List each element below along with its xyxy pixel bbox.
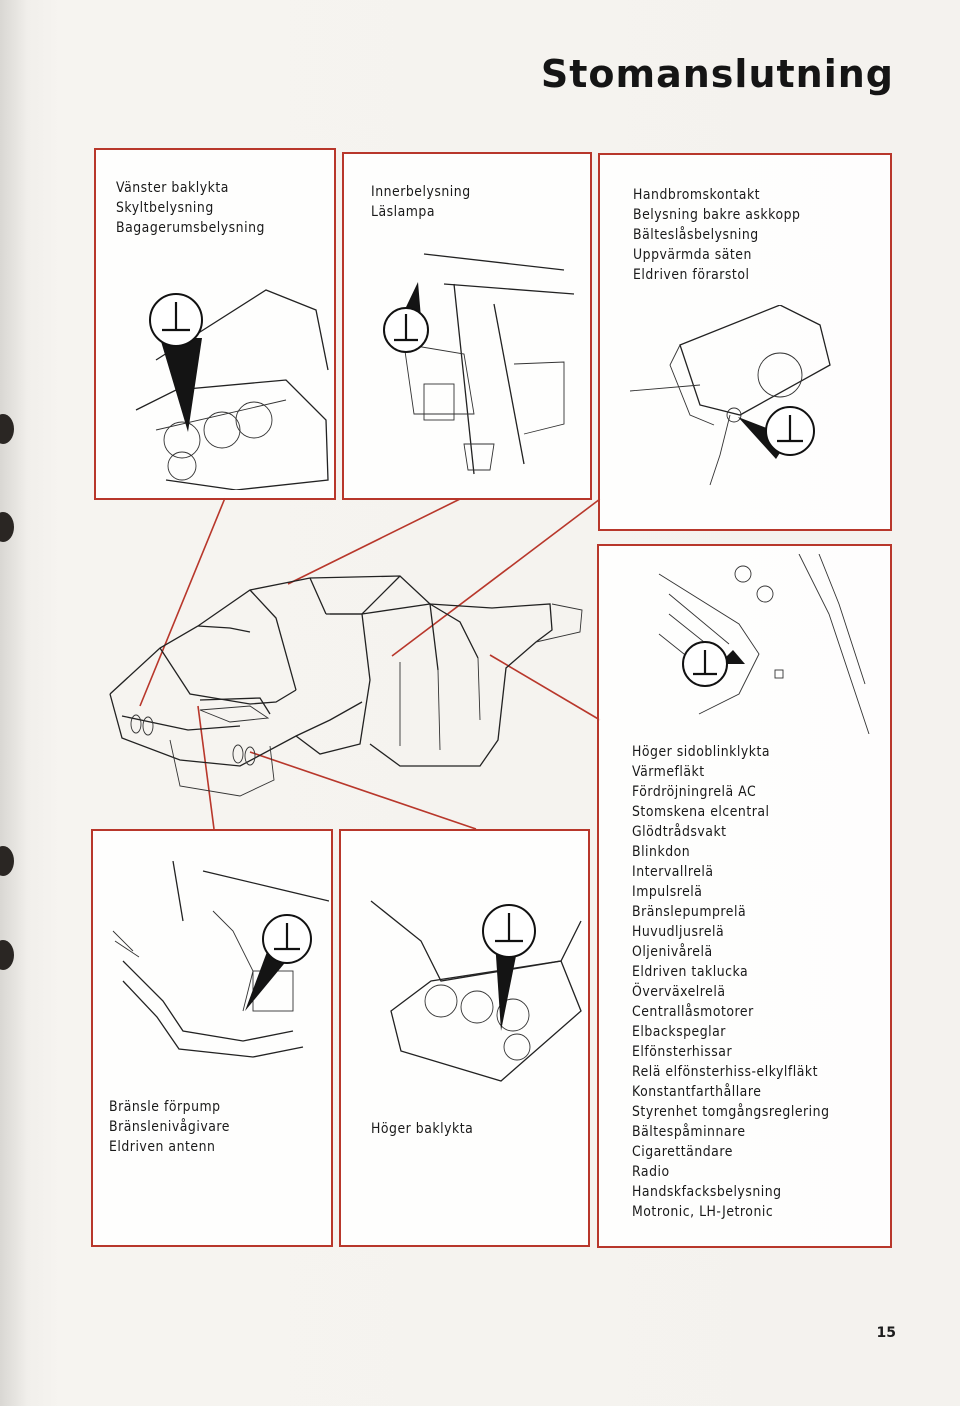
label-line: Bränslenivågivare <box>109 1119 230 1135</box>
label-line: Uppvärmda säten <box>633 247 752 263</box>
label-line: Vänster baklykta <box>116 180 229 196</box>
label-line: Belysning bakre askkopp <box>633 207 801 223</box>
panel-fuel: Bränsle förpump Bränslenivågivare Eldriv… <box>91 829 333 1247</box>
label-line: Skyltbelysning <box>116 200 214 216</box>
label-line: Konstantfarthållare <box>632 1084 762 1100</box>
panel-front-right: Höger sidoblinklykta Värmefläkt Fördröjn… <box>597 544 892 1248</box>
front-right-illustration <box>658 554 870 734</box>
label-line: Radio <box>632 1164 670 1180</box>
car-body-illustration <box>109 575 583 797</box>
label-line: Elbackspeglar <box>632 1024 726 1040</box>
label-line: Bränslepumprelä <box>632 904 747 920</box>
page-number: 15 <box>876 1325 896 1341</box>
label-line: Höger baklykta <box>371 1121 474 1137</box>
label-line: Impulsrelä <box>632 884 703 900</box>
panel-console-text: Handbromskontakt Belysning bakre askkopp… <box>633 185 800 285</box>
label-line: Glödtrådsvakt <box>632 824 727 840</box>
label-line: Stomskena elcentral <box>632 804 770 820</box>
label-line: Bältespåminnare <box>632 1124 746 1140</box>
panel-interior-text: Innerbelysning Läslampa <box>371 182 471 222</box>
panel-interior: Innerbelysning Läslampa <box>342 152 592 500</box>
label-line: Cigarettändare <box>632 1144 733 1160</box>
fuel-illustration <box>112 861 329 1058</box>
panel-rear-left: Vänster baklykta Skyltbelysning Bagageru… <box>94 148 336 500</box>
panel-rear-left-text: Vänster baklykta Skyltbelysning Bagageru… <box>116 178 265 238</box>
label-line: Intervallrelä <box>632 864 714 880</box>
leader-line <box>287 498 461 585</box>
label-line: Motronic, LH-Jetronic <box>632 1204 774 1220</box>
label-line: Eldriven taklucka <box>632 964 749 980</box>
page-title: Stomanslutning <box>540 52 894 96</box>
label-line: Höger sidoblinklykta <box>632 744 771 760</box>
label-line: Värmefläkt <box>632 764 705 780</box>
label-line: Handskfacksbelysning <box>632 1184 782 1200</box>
label-line: Överväxelrelä <box>632 984 726 1000</box>
label-line: Eldriven förarstol <box>633 267 750 283</box>
label-line: Innerbelysning <box>371 184 471 200</box>
label-line: Bagagerumsbelysning <box>116 220 265 236</box>
leader-line <box>249 751 477 830</box>
label-line: Fördröjningrelä AC <box>632 784 757 800</box>
label-line: Centrallåsmotorer <box>632 1004 754 1020</box>
label-line: Relä elfönsterhiss-elkylfläkt <box>632 1064 819 1080</box>
label-line: Bälteslåsbelysning <box>633 227 759 243</box>
rear-left-illustration <box>135 289 329 490</box>
label-line: Huvudljusrelä <box>632 924 725 940</box>
label-line: Elfönsterhissar <box>632 1044 733 1060</box>
console-illustration <box>630 305 831 486</box>
binding-hole <box>0 940 14 970</box>
label-line: Oljenivårelä <box>632 944 713 960</box>
rear-right-illustration <box>370 900 582 1082</box>
panel-front-right-text: Höger sidoblinklykta Värmefläkt Fördröjn… <box>632 742 830 1222</box>
binding-hole <box>0 414 14 444</box>
binding-hole <box>0 846 14 876</box>
panel-rear-right-text: Höger baklykta <box>371 1119 473 1139</box>
panel-rear-right: Höger baklykta <box>339 829 590 1247</box>
interior-illustration <box>383 253 575 475</box>
panel-console: Handbromskontakt Belysning bakre askkopp… <box>598 153 892 531</box>
label-line: Styrenhet tomgångsreglering <box>632 1104 830 1120</box>
leader-line <box>197 705 215 830</box>
label-line: Läslampa <box>371 204 436 220</box>
label-line: Blinkdon <box>632 844 691 860</box>
panel-fuel-text: Bränsle förpump Bränslenivågivare Eldriv… <box>109 1097 230 1157</box>
leader-line <box>139 497 226 707</box>
label-line: Handbromskontakt <box>633 187 761 203</box>
label-line: Bränsle förpump <box>109 1099 221 1115</box>
label-line: Eldriven antenn <box>109 1139 216 1155</box>
binding-hole <box>0 512 14 542</box>
leader-line <box>391 498 601 657</box>
